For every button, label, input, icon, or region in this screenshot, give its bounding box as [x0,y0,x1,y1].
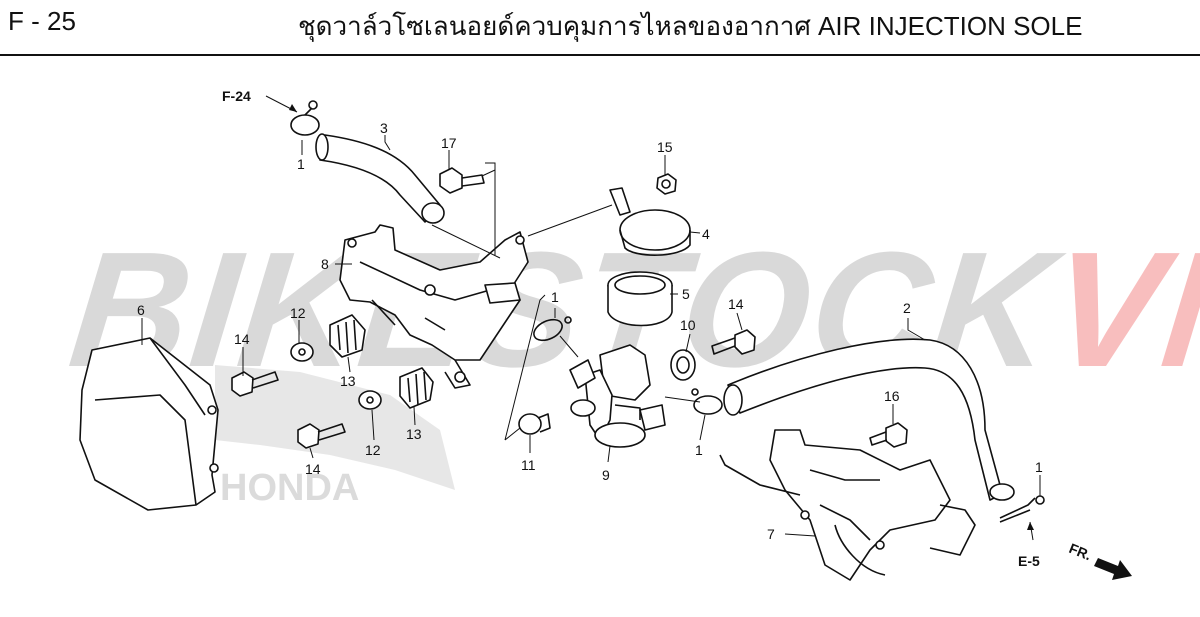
callout-3: 3 [380,120,388,136]
part-7-bracket[interactable] [719,429,976,581]
callout-12: 12 [365,442,381,458]
front-label: FR. [1067,540,1094,563]
callout-10: 10 [680,317,696,333]
part-12-washer-b[interactable] [358,390,382,410]
callout-13: 13 [406,426,422,442]
honda-logo-watermark: HONDA [215,365,455,509]
page-title: ชุดวาล์วโซเลนอยด์ควบคุมการไหลของอากาศ AI… [298,11,1083,41]
callout-14: 14 [728,296,744,312]
callout-9: 9 [602,467,610,483]
part-9-solenoid-valve[interactable] [569,344,666,448]
part-1-clip-right[interactable] [691,388,723,415]
part-5-cap[interactable] [607,271,673,327]
callout-2: 2 [903,300,911,316]
page-header: F - 25 ชุดวาล์วโซเลนอยด์ควบคุมการไหลของอ… [0,0,1200,56]
callout-16: 16 [884,388,900,404]
part-10-grommet[interactable] [670,349,696,381]
callout-15: 15 [657,139,673,155]
assembly-lines [431,162,701,441]
callout-11: 11 [521,457,536,473]
part-2-hose[interactable] [723,338,1015,501]
part-14-bolt-a[interactable] [231,371,279,397]
callout-14: 14 [305,461,321,477]
part-3-hose[interactable] [315,133,445,224]
part-14-bolt-b[interactable] [297,423,346,449]
part-8-bracket[interactable] [339,224,529,389]
part-11-collar[interactable] [518,413,551,435]
callout-6: 6 [137,302,145,318]
part-14-bolt-c[interactable] [711,329,756,355]
callout-1: 1 [551,289,559,305]
part-6-cover[interactable] [79,337,219,511]
callout-1: 1 [297,156,305,172]
ref-e5[interactable]: E-5 [1018,553,1040,569]
callout-17: 17 [441,135,457,151]
callout-7: 7 [767,526,775,542]
part-15-nut[interactable] [656,173,677,195]
callout-4: 4 [702,226,710,242]
part-12-washer-a[interactable] [290,342,314,362]
part-4-band[interactable] [609,187,691,256]
callout-13: 13 [340,373,356,389]
callout-1: 1 [695,442,703,458]
part-16-bolt[interactable] [869,422,908,448]
callout-14: 14 [234,331,250,347]
leader-lines [141,95,1041,541]
part-13-mount-b[interactable] [399,367,434,409]
callout-12: 12 [290,305,306,321]
callout-1: 1 [1035,459,1043,475]
part-1-clip-mid[interactable] [531,316,572,345]
callout-8: 8 [321,256,329,272]
callout-5: 5 [682,286,690,302]
ref-f24[interactable]: F-24 [222,88,251,104]
part-17-bolt[interactable] [439,167,485,194]
honda-logo-text: HONDA [220,467,359,509]
part-1-clip-top[interactable] [290,100,320,136]
figure-code: F - 25 [8,6,76,36]
part-13-mount-a[interactable] [329,314,366,358]
front-arrow: FR. [1067,540,1132,580]
